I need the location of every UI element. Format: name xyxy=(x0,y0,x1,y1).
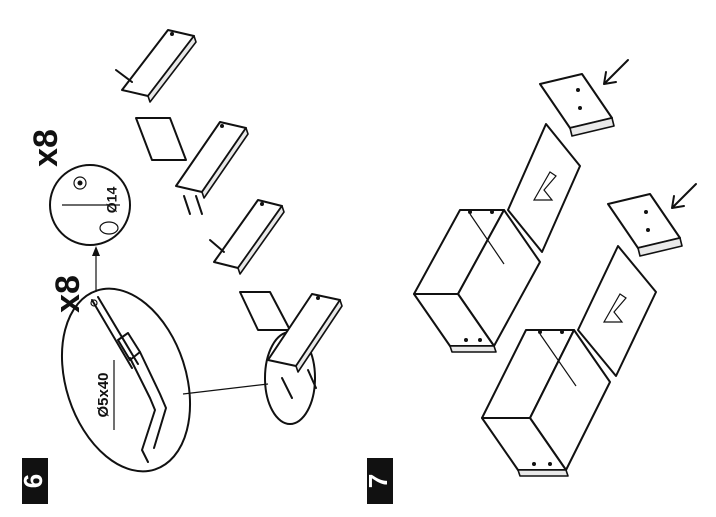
step-6: 6 x8 x8 Ø5x40 Ø14 xyxy=(18,29,343,504)
step-7: 7 xyxy=(363,59,697,504)
quantity-label-screws: x8 xyxy=(49,275,87,313)
quantity-label-dowels: x8 xyxy=(27,129,65,167)
dowel-detail-callout: Ø14 xyxy=(49,164,131,246)
exploded-parts-lower xyxy=(209,199,343,399)
callout-leader xyxy=(182,383,269,395)
exploded-parts-upper xyxy=(115,29,249,215)
screw-detail-callout: Ø5x40 xyxy=(60,287,192,473)
step-7-badge: 7 xyxy=(363,458,393,504)
drawer-lower xyxy=(481,183,697,477)
dowel-size-label: Ø14 xyxy=(104,187,120,214)
step-6-number: 6 xyxy=(18,474,48,488)
step-6-badge: 6 xyxy=(18,458,48,504)
drawer-upper xyxy=(413,59,629,353)
screw-size-label: Ø5x40 xyxy=(95,372,112,417)
step-7-number: 7 xyxy=(363,474,393,488)
